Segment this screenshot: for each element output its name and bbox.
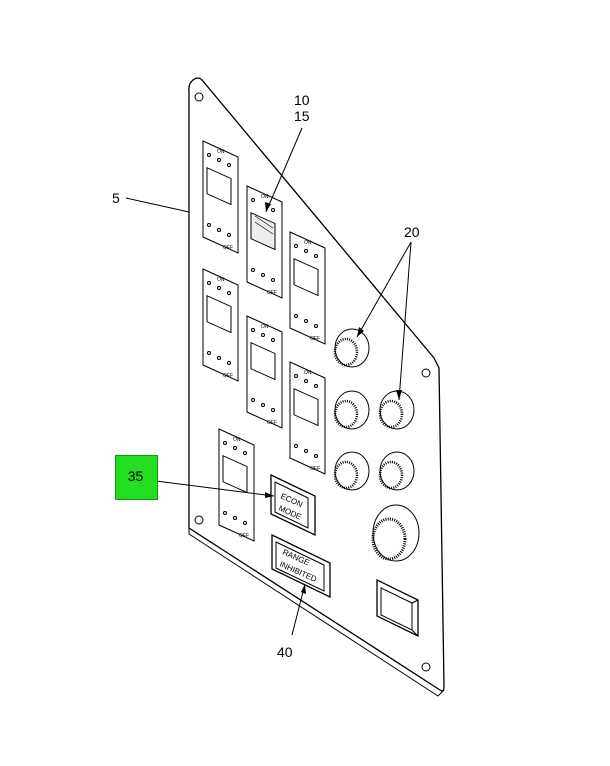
rocker-switch-3: ON OFF <box>289 231 326 345</box>
leader-20a <box>356 241 412 338</box>
leader-10-15 <box>265 127 303 213</box>
switch-on-label: ON <box>233 437 241 443</box>
rocker-switch-6: ON OFF <box>289 361 326 475</box>
square-push-button <box>376 578 419 638</box>
switch-off-label: OFF <box>310 466 320 472</box>
econ-mode-button: ECON MODE <box>270 473 316 537</box>
switch-off-label: OFF <box>267 290 277 296</box>
rotary-knob-3 <box>378 390 415 430</box>
rotary-knob-4 <box>333 451 370 491</box>
rocker-switch-2: ON OFF <box>246 185 283 299</box>
switch-on-label: ON <box>304 370 312 376</box>
switch-on-label: ON <box>261 194 269 200</box>
switch-off-label: OFF <box>267 420 277 426</box>
callout-35-highlight <box>115 455 158 500</box>
switch-on-label: ON <box>304 240 312 246</box>
rotary-knob-large <box>371 504 420 562</box>
leader-35 <box>155 480 275 497</box>
switch-off-label: OFF <box>223 373 233 379</box>
rotary-knob-1 <box>333 328 370 368</box>
callout-35[interactable]: 35 <box>127 468 144 484</box>
rocker-switch-7: ON OFF <box>218 428 255 542</box>
switch-on-label: ON <box>217 277 225 283</box>
rotary-knob-5 <box>378 451 415 491</box>
arrow-35 <box>265 492 274 498</box>
mount-hole-right <box>421 368 431 378</box>
rotary-knob-2 <box>333 390 370 430</box>
rocker-switch-5: ON OFF <box>246 315 283 429</box>
mount-hole-bottom-right <box>421 662 431 672</box>
mount-hole-bottom-left <box>194 515 204 525</box>
callout-5: 5 <box>112 190 120 206</box>
switch-on-label: ON <box>217 149 225 155</box>
arrow-10-15 <box>265 202 271 212</box>
mount-hole-top <box>194 92 204 102</box>
callout-15: 15 <box>294 108 310 124</box>
arrow-40 <box>301 584 306 594</box>
arrow-20b <box>396 390 402 400</box>
switch-off-label: OFF <box>310 336 320 342</box>
callout-10: 10 <box>294 92 310 108</box>
leader-20b <box>398 241 412 401</box>
switch-on-label: ON <box>261 324 269 330</box>
rocker-switch-1: ON OFF <box>202 140 239 254</box>
callout-20: 20 <box>404 224 420 240</box>
switch-off-label: OFF <box>239 533 249 539</box>
arrow-20a <box>357 327 364 337</box>
switch-off-label: OFF <box>223 245 233 251</box>
rocker-switch-4: ON OFF <box>202 268 239 382</box>
leader-5 <box>125 197 190 213</box>
panel-edge <box>188 528 445 697</box>
callout-40: 40 <box>277 644 293 660</box>
range-inhibited-button: RANGE INHIBITED <box>271 533 331 599</box>
